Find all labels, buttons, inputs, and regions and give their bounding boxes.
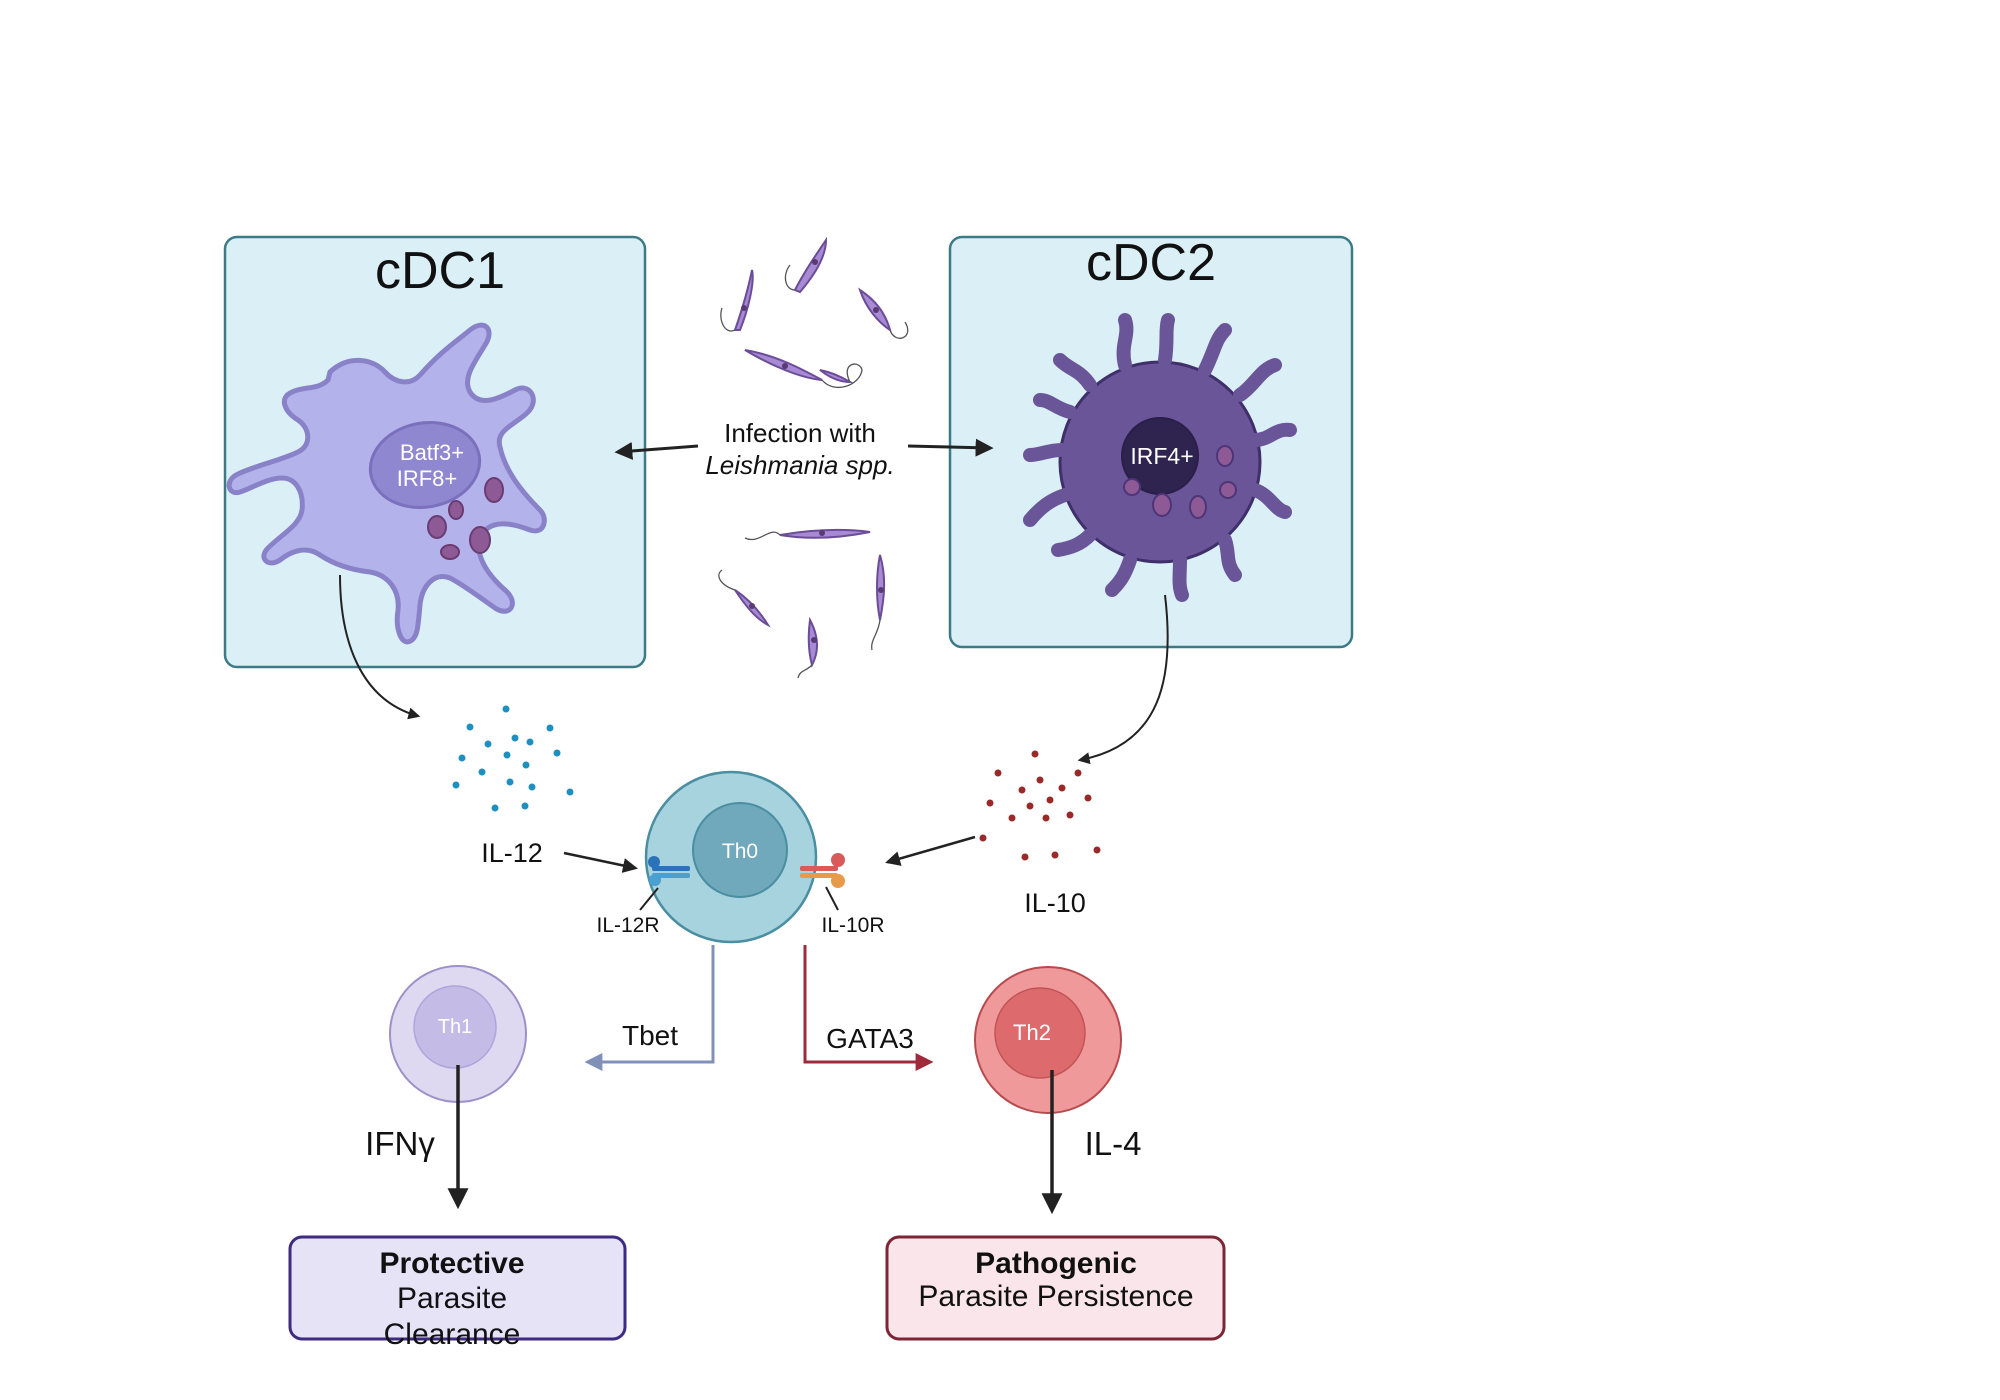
cdc1-title: cDC1 — [375, 242, 505, 300]
il10-cytokine-dots — [979, 750, 1101, 861]
protective-line2: Clearance — [384, 1318, 521, 1351]
cdc2-panel: cDC2 IRF4+ — [948, 234, 1354, 649]
arrow-to-cdc1 — [614, 441, 699, 460]
leishmania-parasites-icon — [718, 236, 909, 679]
il10r-pointer — [825, 886, 839, 911]
arrow-to-cdc2 — [907, 438, 994, 457]
il4-label: IL-4 — [1085, 1125, 1142, 1162]
pathogenic-outcome-box: Pathogenic Parasite Persistence — [885, 1235, 1226, 1341]
arrow-il12-to-th0 — [563, 851, 638, 873]
il12-cytokine-dots — [452, 705, 574, 812]
il12r-label: IL-12R — [596, 914, 659, 937]
th0-cell: Th0 — [644, 770, 818, 944]
cdc1-nucleus — [368, 421, 482, 509]
th2-cell: Th2 — [974, 966, 1122, 1114]
ifng-label: IFNγ — [365, 1125, 435, 1162]
il12-label: IL-12 — [481, 838, 543, 868]
il12-receptor-icon — [648, 856, 690, 886]
pathogenic-line1: Parasite Persistence — [918, 1280, 1193, 1313]
infection-label-line1: Infection with — [724, 418, 876, 448]
il10-label: IL-10 — [1024, 888, 1086, 918]
tbet-label: Tbet — [622, 1020, 678, 1051]
th1-cell: Th1 — [389, 965, 527, 1103]
th1-label: Th1 — [438, 1016, 472, 1038]
il10r-label: IL-10R — [821, 914, 884, 937]
arrow-th0-to-th2 — [803, 945, 934, 1071]
arrow-cdc2-to-il10 — [1077, 594, 1169, 765]
protective-title: Protective — [379, 1247, 524, 1280]
th0-label: Th0 — [722, 840, 758, 863]
infection-label-line2: Leishmania spp. — [705, 450, 894, 480]
cdc1-amastigotes — [427, 477, 504, 560]
cdc2-amastigotes — [1123, 445, 1237, 519]
cdc2-title: cDC2 — [1086, 234, 1216, 292]
il12r-pointer — [639, 887, 659, 911]
th2-label: Th2 — [1013, 1020, 1051, 1045]
gata3-label: GATA3 — [826, 1023, 914, 1054]
cdc2-marker-1: IRF4+ — [1130, 443, 1193, 469]
arrow-cdc1-to-il12 — [339, 574, 421, 720]
cdc1-marker-2: IRF8+ — [397, 466, 458, 491]
arrow-il10-to-th0 — [885, 835, 976, 866]
cdc1-panel: cDC1 Batf3+ IRF8+ — [223, 235, 647, 669]
il10-receptor-icon — [800, 853, 845, 888]
arrow-th0-to-th1 — [584, 945, 715, 1071]
protective-line1: Parasite — [397, 1282, 507, 1315]
pathogenic-title: Pathogenic — [975, 1247, 1137, 1280]
protective-outcome-box: Protective Parasite Clearance — [288, 1235, 627, 1351]
cdc1-marker-1: Batf3+ — [400, 440, 464, 465]
